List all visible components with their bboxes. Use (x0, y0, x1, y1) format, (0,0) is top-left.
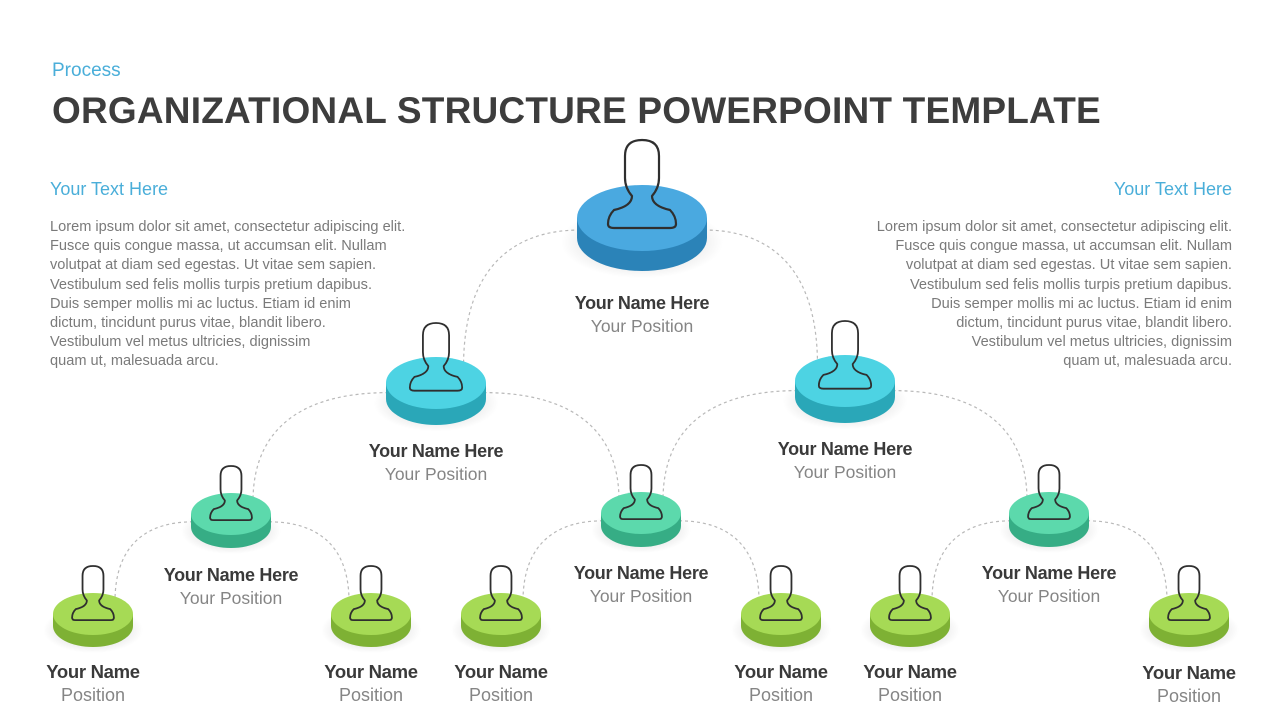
person-icon (479, 565, 523, 622)
node-name[interactable]: Your Name Here (777, 439, 913, 459)
org-node-ceo[interactable] (560, 138, 724, 279)
connector-line (931, 520, 1012, 602)
right-text-line: Vestibulum sed felis mollis turpis preti… (909, 276, 1232, 293)
connector-line (268, 521, 350, 602)
person-icon (1027, 464, 1071, 521)
right-text-line: Duis semper mollis mi ac luctus. Etiam i… (931, 295, 1232, 312)
node-name[interactable]: Your Name (734, 661, 828, 682)
right-text-line: Fusce quis congue massa, ut accumsan eli… (895, 238, 1232, 255)
connector-line (892, 390, 1028, 501)
node-name[interactable]: Your Name (863, 661, 957, 682)
node-discs (43, 138, 1239, 654)
right-text-body: Lorem ipsum dolor sit amet, consectetur … (832, 218, 1232, 372)
org-node-staff-5[interactable] (860, 565, 960, 654)
connector-line (522, 520, 604, 602)
connector-lines (114, 229, 1168, 602)
node-position[interactable]: Your Position (589, 586, 693, 606)
node-position[interactable]: Your Position (590, 316, 694, 336)
connector-line (252, 392, 389, 502)
left-text-body: Lorem ipsum dolor sit amet, consectetur … (50, 218, 450, 372)
person-icon (349, 565, 393, 622)
node-name[interactable]: Your Name (454, 661, 548, 682)
left-text-line: quam ut, malesuada arcu. (50, 353, 219, 370)
slide-subtitle: Process (52, 60, 121, 81)
node-position[interactable]: Position (338, 685, 404, 705)
org-node-staff-6[interactable] (1139, 565, 1239, 654)
node-name[interactable]: Your Name Here (573, 563, 709, 583)
left-text-line: volutpat at diam sed egestas. Ut vitae s… (50, 257, 377, 274)
node-position[interactable]: Position (748, 685, 814, 705)
left-text-line: Vestibulum sed felis mollis turpis preti… (50, 276, 373, 293)
node-position[interactable]: Position (60, 685, 126, 705)
node-position[interactable]: Position (468, 685, 534, 705)
node-position[interactable]: Your Position (179, 588, 283, 608)
connector-line (1086, 520, 1168, 602)
node-name[interactable]: Your Name (324, 661, 418, 682)
left-text-line: Duis semper mollis mi ac luctus. Etiam i… (50, 295, 351, 312)
right-text-heading: Your Text Here (1113, 179, 1232, 199)
left-text-line: dictum, tincidunt purus vitae, blandit l… (50, 315, 326, 332)
node-name[interactable]: Your Name Here (981, 563, 1117, 583)
left-text-line: Lorem ipsum dolor sit amet, consectetur … (50, 219, 406, 235)
person-icon (606, 138, 678, 230)
person-icon (209, 465, 253, 522)
node-name[interactable]: Your Name Here (163, 565, 299, 585)
org-node-mgr-left[interactable] (373, 322, 499, 432)
connector-line (483, 392, 620, 501)
person-icon (1167, 565, 1211, 622)
org-node-staff-1[interactable] (43, 565, 143, 654)
node-position[interactable]: Your Position (997, 586, 1101, 606)
node-name[interactable]: Your Name (1142, 662, 1236, 683)
person-icon (759, 565, 803, 622)
connector-line (678, 520, 760, 602)
node-position[interactable]: Your Position (384, 464, 488, 484)
node-name[interactable]: Your Name (46, 661, 140, 682)
org-node-lead-2[interactable] (591, 464, 691, 554)
node-position[interactable]: Your Position (793, 462, 897, 482)
right-text-line: quam ut, malesuada arcu. (1063, 353, 1232, 370)
org-node-staff-2[interactable] (321, 565, 421, 654)
left-text-heading: Your Text Here (50, 179, 169, 199)
node-position[interactable]: Position (1156, 686, 1222, 706)
person-icon (408, 322, 464, 392)
connector-line (462, 229, 581, 368)
person-icon (619, 464, 663, 521)
right-text-line: Lorem ipsum dolor sit amet, consectetur … (876, 219, 1232, 235)
right-text-line: Vestibulum vel metus ultricies, dignissi… (971, 334, 1232, 351)
connector-line (662, 390, 798, 501)
org-node-lead-1[interactable] (181, 465, 281, 555)
connector-line (114, 521, 194, 602)
right-text-line: dictum, tincidunt purus vitae, blandit l… (956, 315, 1232, 332)
slide-title: ORGANIZATIONAL STRUCTURE POWERPOINT TEMP… (52, 90, 1101, 131)
org-node-lead-3[interactable] (999, 464, 1099, 554)
node-name[interactable]: Your Name Here (368, 441, 504, 461)
node-name[interactable]: Your Name Here (574, 293, 710, 313)
node-position[interactable]: Position (877, 685, 943, 705)
org-node-staff-3[interactable] (451, 565, 551, 654)
org-node-mgr-right[interactable] (782, 320, 908, 430)
right-text-line: volutpat at diam sed egestas. Ut vitae s… (905, 257, 1232, 274)
person-icon (817, 320, 873, 390)
person-icon (888, 565, 932, 622)
left-text-line: Vestibulum vel metus ultricies, dignissi… (50, 334, 311, 351)
org-node-staff-4[interactable] (731, 565, 831, 654)
person-icon (71, 565, 115, 622)
left-text-line: Fusce quis congue massa, ut accumsan eli… (50, 238, 387, 255)
